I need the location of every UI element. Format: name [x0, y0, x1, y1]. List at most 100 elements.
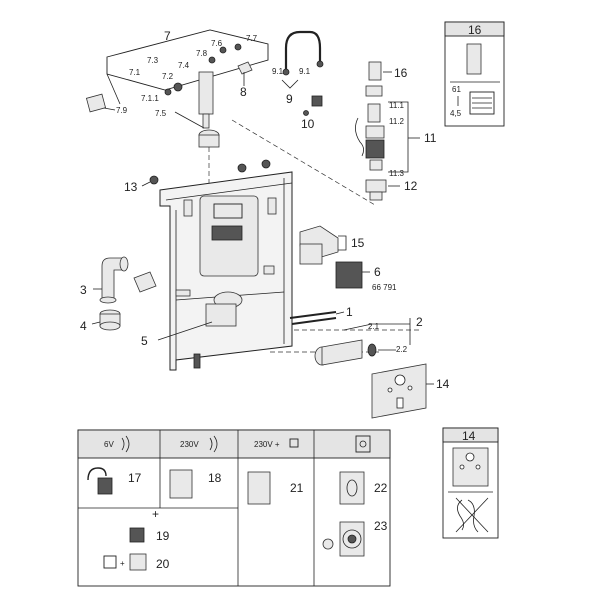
part-12-stem — [369, 191, 383, 201]
label-7-9: 7.9 — [116, 106, 128, 115]
label-3: 3 — [80, 283, 87, 297]
part-15-box — [299, 243, 323, 265]
fitting-7-6 — [219, 46, 227, 54]
leader-2-1 — [343, 323, 410, 331]
connector-3 — [133, 271, 157, 293]
box-16-part — [466, 43, 482, 75]
item-22-plate — [339, 471, 365, 505]
header-230v: 230V — [180, 440, 199, 449]
valve-10 — [311, 95, 323, 107]
fill-valve-group: 7 7.3 7.1 7.2 7.1.1 7.4 7.6 7.8 7.7 7.5 … — [85, 29, 269, 148]
label-2: 2 — [416, 315, 423, 329]
box-16-title: 16 — [468, 23, 482, 37]
item-23-label: 23 — [374, 519, 388, 533]
item-21-label: 21 — [290, 481, 304, 495]
label-2-1: 2.1 — [368, 322, 380, 331]
item-20-plate — [129, 553, 147, 571]
header-6v: 6V — [104, 440, 114, 449]
flush-pipe — [205, 303, 237, 327]
item-23-sensor — [322, 538, 334, 550]
frame-top-rail — [165, 182, 293, 201]
bend-3 — [101, 257, 125, 301]
label-7: 7 — [164, 29, 171, 43]
item-17-hose — [87, 467, 107, 481]
item-22-button — [346, 479, 358, 497]
item-17-body — [97, 477, 113, 495]
box-16-label-61: 61 — [452, 85, 461, 94]
item-17-label: 17 — [128, 471, 142, 485]
fitting-7-8 — [208, 56, 216, 64]
part-11-1 — [367, 103, 381, 123]
item-22-label: 22 — [374, 481, 388, 495]
bracket-15 — [338, 235, 347, 251]
part-16 — [368, 61, 382, 81]
box-16-header — [444, 21, 505, 37]
plug-icon — [289, 438, 299, 448]
part-16-lower — [365, 85, 383, 97]
item-19-label: 19 — [156, 529, 170, 543]
label-7-3: 7.3 — [147, 56, 159, 65]
box-14-hole-left — [459, 464, 465, 470]
label-9: 9 — [286, 92, 293, 106]
fill-valve-body — [198, 71, 214, 115]
pipe-2-1 — [321, 339, 363, 366]
item-20-plus: + — [120, 559, 125, 568]
cross-icon-line-2 — [455, 497, 489, 533]
item-20-label: 20 — [156, 557, 170, 571]
fitting-7-7 — [234, 43, 242, 51]
box-14-header — [442, 427, 499, 443]
hose-end-left — [282, 68, 290, 76]
header-230v-plus: 230V + — [254, 440, 280, 449]
rod-1b — [291, 317, 337, 325]
pad-hole-right — [407, 385, 413, 391]
box-14: 14 — [442, 427, 499, 539]
valve-group-10: 10 — [301, 95, 323, 131]
seal-4-bottom — [99, 321, 121, 331]
item-18-label: 18 — [208, 471, 222, 485]
hose-end-right — [316, 60, 324, 68]
flush-valve-stack: 16 11 11.1 11.2 11.3 12 — [355, 61, 437, 201]
pad-slot — [396, 397, 404, 409]
label-11-2: 11.2 — [389, 117, 405, 126]
frame-bracket-tr — [267, 197, 277, 215]
rod-1a — [289, 311, 337, 319]
part-12 — [365, 179, 387, 193]
tag-7-9 — [85, 93, 107, 113]
label-11: 11 — [424, 131, 437, 145]
item-20-plug — [103, 555, 117, 569]
right-parts-group: 15 6 66 791 1 2.1 2.2 2 14 — [289, 225, 450, 419]
label-8: 8 — [240, 85, 247, 99]
item-23-button — [347, 534, 357, 544]
box-14-hole-top — [465, 452, 475, 462]
accessories-table: 6V 230V 230V + 17 18 + 19 + 20 21 22 — [77, 429, 391, 587]
box-14-title: 14 — [462, 429, 476, 443]
cable-11 — [355, 117, 364, 157]
label-13: 13 — [124, 180, 138, 194]
leader-7-5 — [174, 111, 205, 129]
frame-bracket-tl — [183, 199, 193, 217]
label-5: 5 — [141, 334, 148, 348]
label-12: 12 — [404, 179, 418, 193]
hose-9 — [284, 30, 322, 70]
box-14-hole-right — [475, 464, 481, 470]
label-7-8: 7.8 — [196, 49, 208, 58]
label-10: 10 — [301, 117, 315, 131]
item-23-ring — [342, 529, 362, 549]
bend-3-top — [119, 256, 129, 272]
cistern-opening — [213, 203, 243, 219]
part-11-body — [365, 139, 385, 159]
box-16-gauge — [469, 91, 495, 115]
label-7-1-1: 7.1.1 — [141, 94, 159, 103]
hose-group-9: 9.1 9.1 9 — [272, 30, 324, 106]
label-1: 1 — [346, 305, 353, 319]
fixing-top-right — [261, 159, 271, 169]
seal-2-2 — [367, 343, 377, 357]
label-2-2: 2.2 — [396, 345, 408, 354]
label-15: 15 — [351, 236, 365, 250]
label-7-1: 7.1 — [129, 68, 141, 77]
label-11-3: 11.3 — [389, 169, 405, 178]
label-7-4: 7.4 — [178, 61, 190, 70]
noise-ear-icon — [457, 499, 464, 531]
part-11-2 — [365, 125, 385, 139]
